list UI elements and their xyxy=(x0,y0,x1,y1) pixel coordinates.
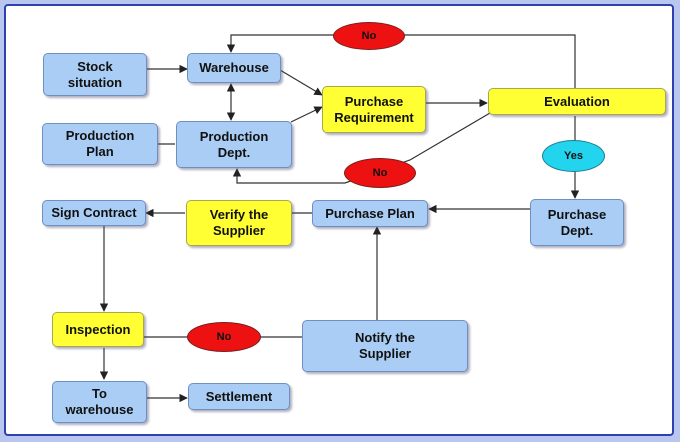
arrow-production-to-requirement xyxy=(290,106,323,123)
production-plan-label: Production Plan xyxy=(65,128,135,159)
production-dept-box: Production Dept. xyxy=(176,121,292,168)
arrow-evaluation-no-to-warehouse xyxy=(226,34,576,89)
no-decision-middle: No xyxy=(344,158,416,188)
sign-contract-box: Sign Contract xyxy=(42,200,146,226)
arrow-evaluation-no-to-production xyxy=(232,112,491,184)
evaluation-label: Evaluation xyxy=(544,93,610,109)
warehouse-box: Warehouse xyxy=(187,53,281,83)
verify-supplier-label: Verify the Supplier xyxy=(209,207,269,238)
warehouse-label: Warehouse xyxy=(199,60,269,75)
production-plan-box: Production Plan xyxy=(42,123,158,165)
no-bottom-label: No xyxy=(216,331,232,343)
stock-situation-box: Stock situation xyxy=(43,53,147,96)
purchase-requirement-label: Purchase Requirement xyxy=(334,93,414,125)
no-middle-label: No xyxy=(372,167,388,179)
stock-situation-label: Stock situation xyxy=(67,58,123,90)
settlement-label: Settlement xyxy=(205,388,273,404)
arrow-warehouse-to-requirement xyxy=(279,69,323,96)
no-decision-top: No xyxy=(333,22,405,50)
purchase-plan-box: Purchase Plan xyxy=(312,200,428,227)
purchase-dept-label: Purchase Dept. xyxy=(547,206,607,238)
inspection-box: Inspection xyxy=(52,312,144,347)
to-warehouse-box: To warehouse xyxy=(52,381,147,423)
inspection-label: Inspection xyxy=(65,321,131,337)
purchase-dept-box: Purchase Dept. xyxy=(530,199,624,246)
production-dept-label: Production Dept. xyxy=(199,128,269,160)
settlement-box: Settlement xyxy=(188,383,290,410)
no-decision-bottom: No xyxy=(187,322,261,352)
notify-supplier-label: Notify the Supplier xyxy=(355,330,415,361)
to-warehouse-label: To warehouse xyxy=(65,386,134,417)
verify-supplier-box: Verify the Supplier xyxy=(186,200,292,246)
sign-contract-label: Sign Contract xyxy=(51,205,137,220)
purchase-requirement-box: Purchase Requirement xyxy=(322,86,426,133)
yes-label: Yes xyxy=(564,150,583,162)
evaluation-box: Evaluation xyxy=(488,88,666,115)
purchase-plan-label: Purchase Plan xyxy=(325,205,415,221)
no-top-label: No xyxy=(361,30,377,42)
notify-supplier-box: Notify the Supplier xyxy=(302,320,468,372)
yes-decision: Yes xyxy=(542,140,605,172)
